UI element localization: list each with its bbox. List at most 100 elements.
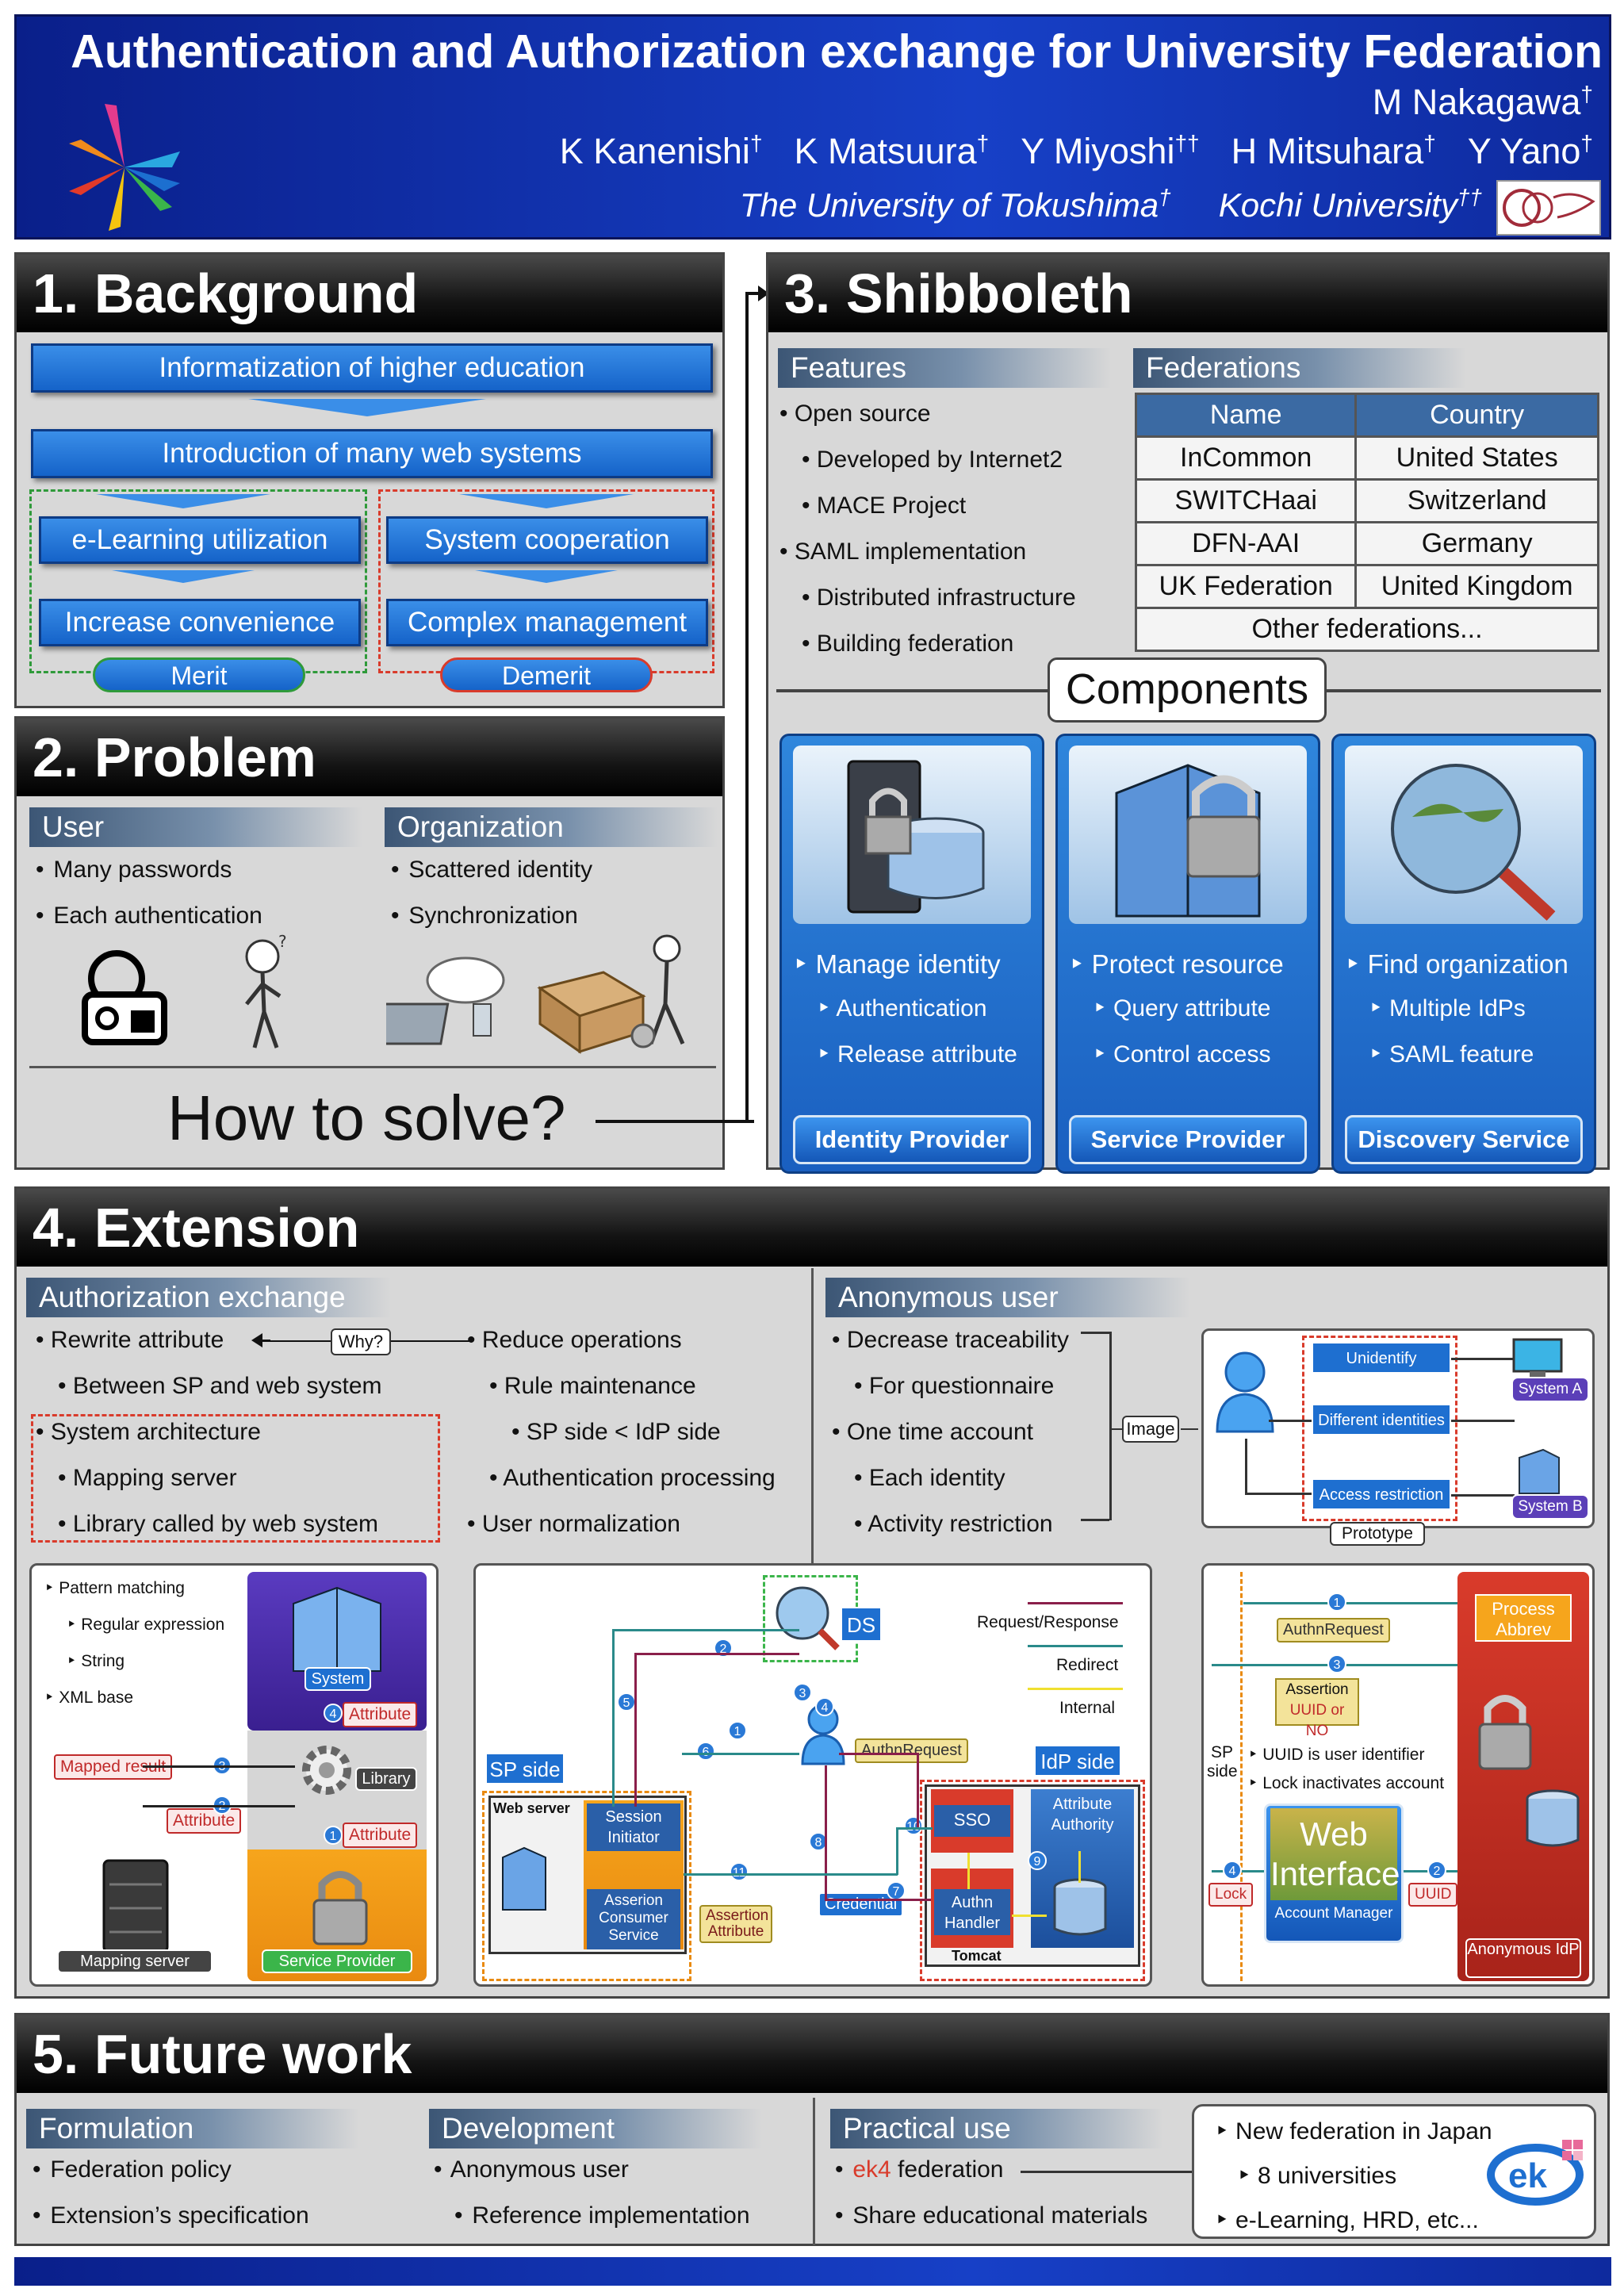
component-sub-text: Control access — [1113, 1041, 1271, 1068]
connector-line — [1245, 1439, 1247, 1494]
affiliation-text: The University of Tokushima — [739, 186, 1159, 224]
subhead-practical: Practical use — [830, 2109, 1163, 2148]
conference-logo-icon — [69, 104, 180, 231]
table-cell: United States — [1354, 435, 1599, 481]
callout-item: ‣ 8 universities — [1237, 2163, 1397, 2189]
author-mark: † — [749, 131, 763, 155]
list-item: • Federation policy — [33, 2156, 232, 2183]
table-cell: DFN-AAI — [1134, 521, 1358, 566]
list-item-text: Each identity — [868, 1465, 1005, 1491]
internal-line — [1012, 1915, 1047, 1917]
ek4-logo-icon: ek — [1487, 2140, 1584, 2206]
sp-boundary — [1240, 1572, 1243, 1981]
section-problem: 2. Problem User Organization • Many pass… — [14, 716, 754, 1170]
down-arrow-icon — [459, 494, 634, 508]
feature-item: • Developed by Internet2 — [802, 447, 1063, 473]
author-top: M Nakagawa† — [1372, 82, 1593, 122]
subhead-authorization: Authorization exchange — [26, 1278, 391, 1317]
authn-request-tag: AuthnRequest — [1277, 1618, 1390, 1642]
service-provider-label: Service Provider — [262, 1949, 412, 1973]
list-item-text: One time account — [846, 1419, 1033, 1445]
section-background: 1. Background Informatization of higher … — [14, 252, 725, 708]
database-icon — [1526, 1789, 1580, 1847]
list-item: • Mapping server — [58, 1465, 237, 1491]
step-badge: 5 — [617, 1692, 636, 1711]
building-icon — [502, 1846, 546, 1911]
svg-text:?: ? — [278, 933, 287, 951]
component-sub-text: Release attribute — [837, 1041, 1017, 1068]
passwords-icon — [82, 950, 167, 1045]
monitor-icon — [1512, 1338, 1563, 1379]
building-icon — [1519, 1448, 1560, 1494]
feature-item: • Building federation — [802, 631, 1014, 657]
list-item-text: User normalization — [481, 1511, 680, 1537]
list-item: • Rule maintenance — [489, 1373, 696, 1399]
component-name-badge: Service Provider — [1069, 1115, 1307, 1164]
redirect-line — [896, 1827, 898, 1875]
web-server-label: Web server — [493, 1800, 570, 1816]
server-database-icon — [793, 746, 1031, 924]
connector-line — [143, 1765, 295, 1768]
column-header: Name — [1134, 393, 1358, 438]
access-restriction-box: Access restriction — [1312, 1478, 1451, 1510]
ek4-callout: ‣ New federation in Japan‣ 8 universitie… — [1192, 2104, 1596, 2239]
section-extension: 4. Extension Authorization exchange Anon… — [14, 1186, 1610, 1999]
arrow-left-icon — [251, 1333, 262, 1347]
component-name-badge: Discovery Service — [1345, 1115, 1583, 1164]
pattern-item: ‣ String — [67, 1652, 125, 1670]
system-a-badge: System A — [1511, 1377, 1589, 1402]
idp-group — [920, 1780, 1145, 1981]
connector-line — [1269, 1420, 1312, 1422]
divider — [813, 2098, 815, 2245]
section-title: 4. Extension — [17, 1189, 1607, 1267]
uuid-tag: UUID — [1408, 1883, 1458, 1907]
list-item: • Library called by web system — [58, 1511, 378, 1537]
section-title: 1. Background — [17, 255, 722, 332]
affiliation-name: Kochi University†† — [1219, 185, 1482, 224]
note-item: ‣ UUID is user identifier — [1248, 1746, 1425, 1764]
connector-line — [1451, 1494, 1515, 1497]
pattern-item: ‣ XML base — [44, 1688, 134, 1707]
confused-person-icon: ? — [245, 933, 287, 1048]
request-line — [634, 1653, 799, 1655]
list-item: • Decrease traceability — [832, 1327, 1069, 1353]
anonymous-image-panel: Unidentify Different identities Access r… — [1201, 1328, 1595, 1528]
legend-line — [1028, 1602, 1123, 1604]
step-badge: 4 — [815, 1697, 834, 1716]
down-arrow-icon — [112, 570, 255, 583]
authn-request-tag: AuthnRequest — [855, 1738, 968, 1763]
box-complex-management: Complex management — [386, 599, 708, 646]
subhead-organization: Organization — [385, 807, 718, 847]
bracket — [1109, 1332, 1112, 1520]
list-item-text: Library called by web system — [72, 1511, 378, 1537]
database-icon — [1053, 1878, 1107, 1936]
list-item-text: Reduce operations — [481, 1327, 682, 1353]
sp-group — [482, 1791, 691, 1981]
sp-side-label: SP side — [1207, 1743, 1238, 1780]
component-sub: ‣ Release attribute — [817, 1041, 1017, 1068]
box-increase-convenience: Increase convenience — [39, 599, 361, 646]
note-item: ‣ Lock inactivates account — [1248, 1774, 1445, 1792]
connector-line — [143, 1805, 295, 1807]
padlock-icon — [1478, 1695, 1532, 1770]
list-item: • Reduce operations — [467, 1327, 682, 1353]
redirect-line — [896, 1827, 933, 1830]
web-interface-box: Web Interface — [1270, 1808, 1400, 1900]
list-item-text: Rewrite attribute — [50, 1327, 224, 1353]
building-icon — [293, 1586, 381, 1672]
ek4-link[interactable]: ek4 — [852, 2156, 891, 2183]
table-cell: United Kingdom — [1354, 564, 1599, 609]
feature-item: • MACE Project — [802, 493, 967, 519]
server-icon — [102, 1859, 169, 1953]
box-web-systems: Introduction of many web systems — [31, 429, 713, 478]
section-future-work: 5. Future work Formulation Development P… — [14, 2013, 1610, 2246]
flow-diagram-panel: DS Request/Response Redirect Internal Au… — [473, 1563, 1152, 1987]
process-abbrev-box: Process Abbrev — [1475, 1594, 1572, 1642]
author-text: Y Miyoshi — [1021, 131, 1175, 171]
bracket — [1081, 1332, 1109, 1334]
list-item-text: System architecture — [50, 1419, 261, 1445]
user-icon — [1216, 1351, 1274, 1433]
